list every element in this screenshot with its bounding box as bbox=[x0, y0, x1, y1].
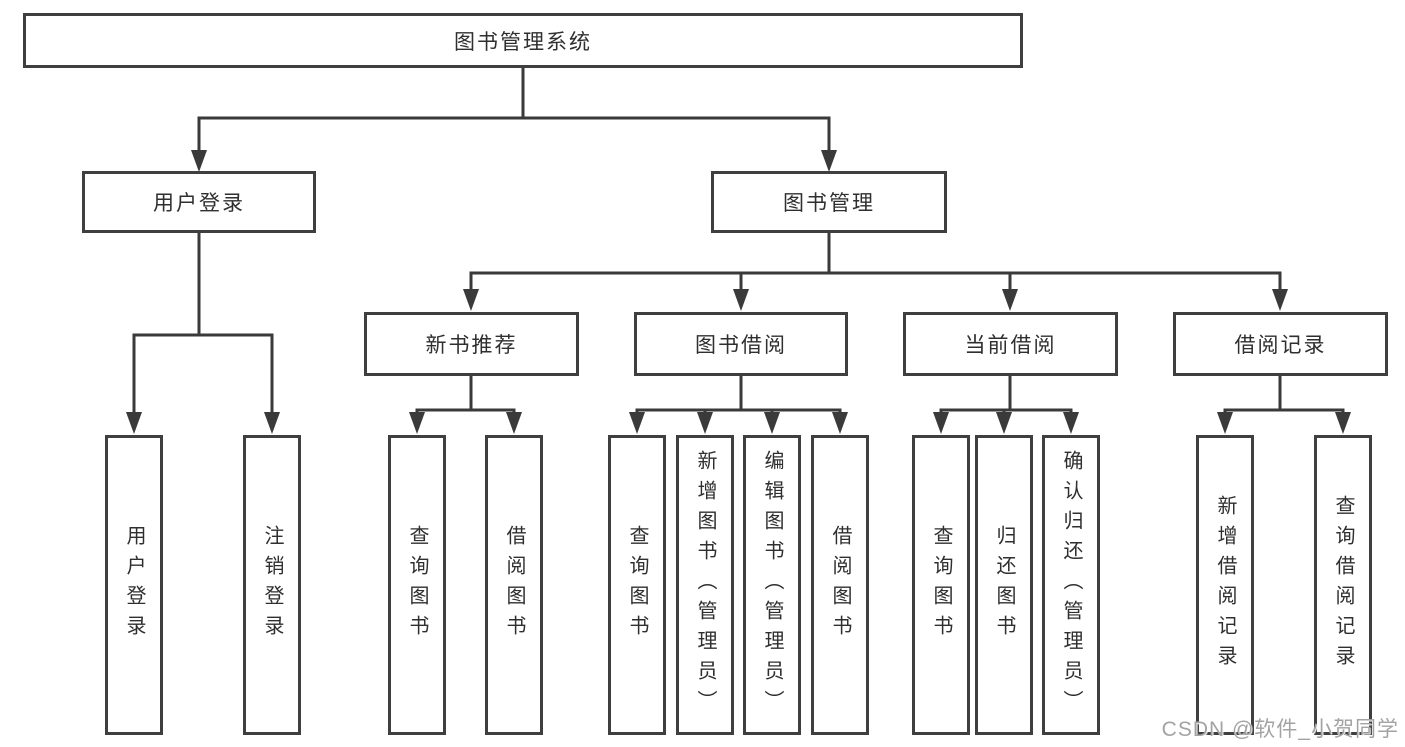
node-label: 查询图书 bbox=[406, 525, 428, 645]
leaf-query-books-current: 查询图书 bbox=[912, 435, 970, 735]
node-label: 注销登录 bbox=[261, 525, 283, 645]
node-label: 归还图书 bbox=[993, 525, 1015, 645]
node-user-login: 用户登录 bbox=[82, 171, 316, 233]
node-label: 用户登录 bbox=[123, 525, 145, 645]
node-label: 当前借阅 bbox=[964, 334, 1057, 357]
node-label: 查询图书 bbox=[626, 525, 648, 645]
node-label: 图书借阅 bbox=[695, 334, 787, 357]
node-label: 借阅图书 bbox=[829, 525, 851, 645]
node-label: 用户登录 bbox=[153, 192, 245, 215]
node-label: 编辑图书（管理员） bbox=[761, 450, 783, 720]
leaf-return-book: 归还图书 bbox=[975, 435, 1033, 735]
leaf-confirm-return-admin: 确认归还（管理员） bbox=[1042, 435, 1100, 735]
node-label: 借阅记录 bbox=[1234, 334, 1327, 357]
leaf-query-books-recommend: 查询图书 bbox=[388, 435, 446, 735]
node-label: 确认归还（管理员） bbox=[1060, 450, 1082, 720]
leaf-edit-book-admin: 编辑图书（管理员） bbox=[743, 435, 801, 735]
node-book-management: 图书管理 bbox=[711, 171, 947, 233]
node-borrowing-records: 借阅记录 bbox=[1173, 312, 1388, 376]
node-label: 查询借阅记录 bbox=[1332, 495, 1354, 675]
node-label: 图书管理系统 bbox=[454, 30, 592, 54]
node-book-borrowing: 图书借阅 bbox=[634, 312, 848, 376]
csdn-watermark: CSDN @软件_小贺同学 bbox=[1161, 718, 1399, 741]
leaf-borrow-books-recommend: 借阅图书 bbox=[485, 435, 543, 735]
leaf-add-book-admin: 新增图书（管理员） bbox=[676, 435, 734, 735]
node-new-book-recommendation: 新书推荐 bbox=[364, 312, 579, 376]
node-library-management-system: 图书管理系统 bbox=[23, 13, 1023, 68]
node-label: 新增借阅记录 bbox=[1214, 495, 1236, 675]
node-label: 查询图书 bbox=[930, 525, 952, 645]
node-label: 图书管理 bbox=[783, 192, 875, 215]
node-label: 新书推荐 bbox=[425, 334, 518, 357]
node-current-borrowing: 当前借阅 bbox=[903, 312, 1118, 376]
leaf-borrow-books: 借阅图书 bbox=[811, 435, 869, 735]
leaf-query-books-borrow: 查询图书 bbox=[608, 435, 666, 735]
leaf-add-borrow-record: 新增借阅记录 bbox=[1196, 435, 1254, 735]
node-label: 借阅图书 bbox=[503, 525, 525, 645]
leaf-user-login: 用户登录 bbox=[105, 435, 163, 735]
leaf-logout: 注销登录 bbox=[243, 435, 301, 735]
leaf-query-borrow-record: 查询借阅记录 bbox=[1314, 435, 1372, 735]
node-label: 新增图书（管理员） bbox=[694, 450, 716, 720]
